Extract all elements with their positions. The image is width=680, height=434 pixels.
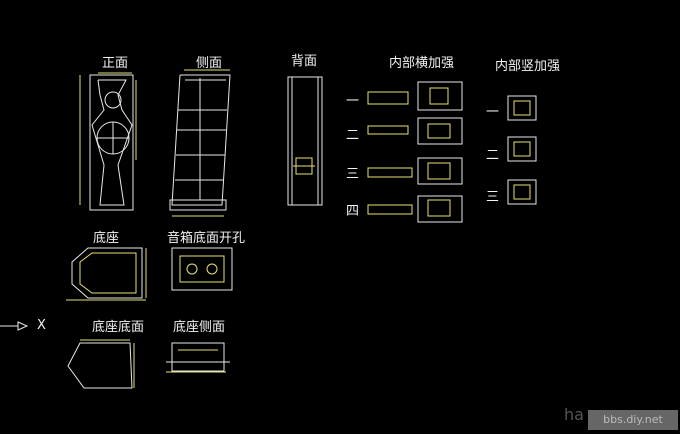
front-view-drawing: [79, 72, 137, 211]
label-vertical-row-3: 三: [486, 190, 500, 205]
side-view-drawing: [169, 69, 231, 217]
label-front: 正面: [102, 56, 129, 71]
label-row-4: 四: [346, 204, 360, 219]
ucs-x-label: X: [37, 318, 46, 333]
watermark-left: ha: [564, 405, 584, 424]
inner-vertical-drawings: [507, 95, 537, 205]
label-side: 侧面: [196, 56, 223, 71]
label-base-side: 底座侧面: [173, 320, 226, 335]
label-vertical-row-1: 一: [486, 105, 500, 120]
watermark-right: bbs.diy.net: [588, 410, 678, 430]
ucs-arrow-icon: [0, 321, 29, 331]
label-row-2: 二: [346, 128, 360, 143]
label-row-3: 三: [346, 167, 360, 182]
label-row-1: 一: [346, 94, 360, 109]
bottom-holes-drawing: [171, 247, 233, 291]
base-drawing: [66, 247, 147, 301]
label-inner-vertical: 内部竖加强: [495, 59, 561, 74]
base-side-drawing: [166, 342, 230, 373]
label-back: 背面: [291, 54, 318, 69]
label-vertical-row-2: 二: [486, 148, 500, 163]
label-inner-horizontal: 内部横加强: [389, 56, 455, 71]
back-view-drawing: [287, 76, 323, 206]
inner-horizontal-drawings: [367, 81, 463, 223]
label-bottom-holes: 音箱底面开孔: [167, 231, 246, 246]
base-bottom-drawing: [67, 339, 135, 389]
label-base-bottom: 底座底面: [92, 320, 145, 335]
label-base: 底座: [93, 231, 120, 246]
